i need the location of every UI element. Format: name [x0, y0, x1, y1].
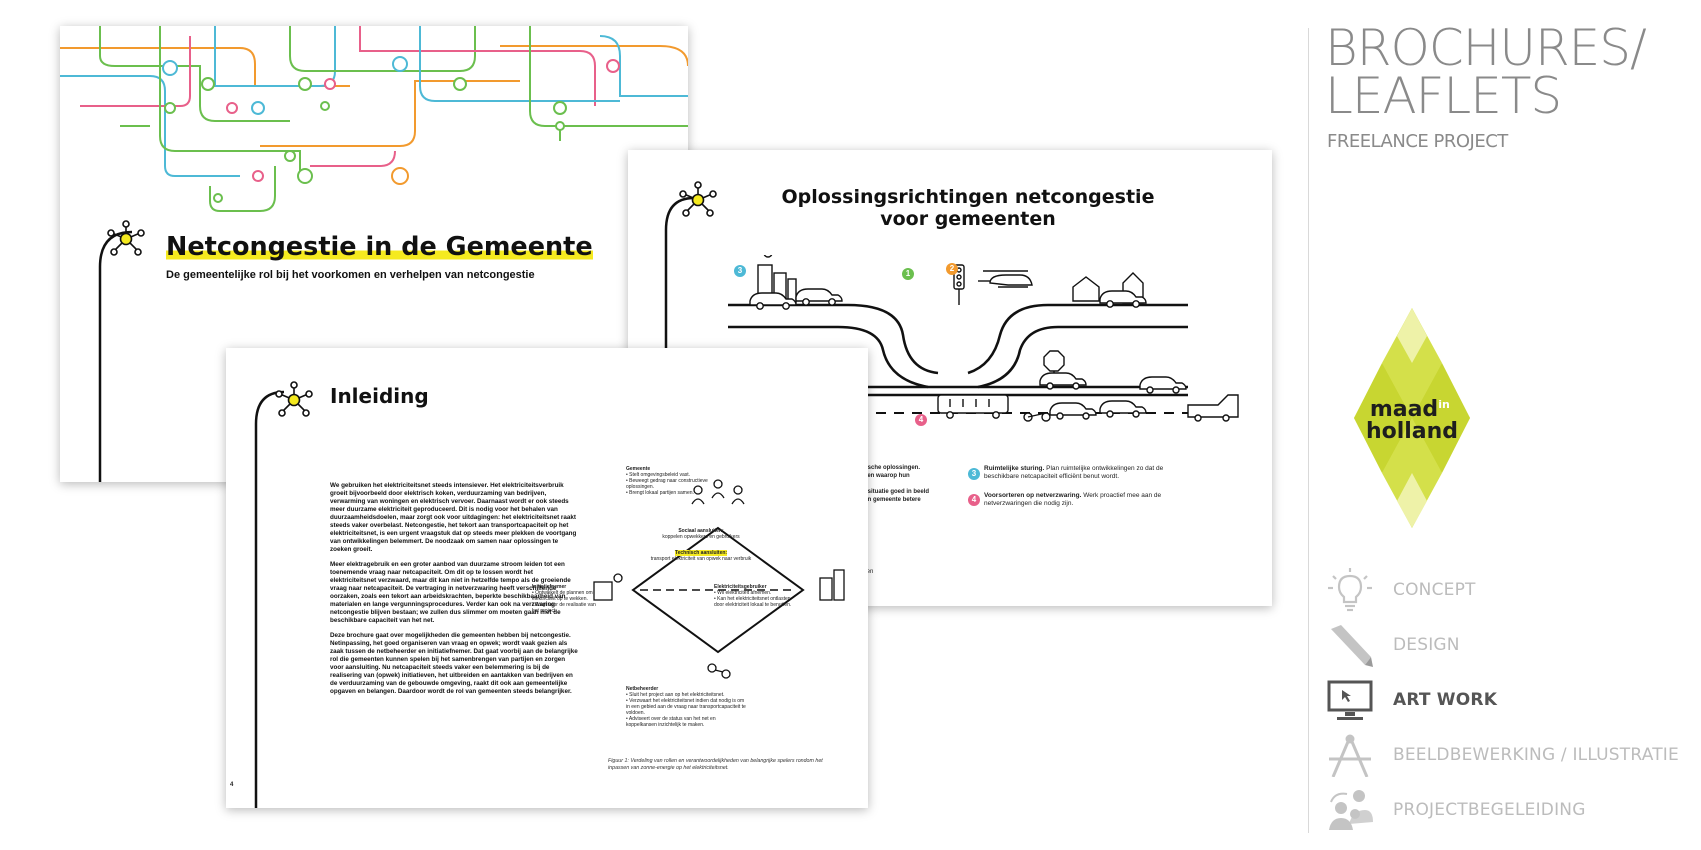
cover-subtitle: De gemeentelijke rol bij het voorkomen e… [166, 269, 535, 281]
marker-3-icon: 3 [734, 265, 746, 277]
menu-label-art-work: ART WORK [1393, 690, 1498, 710]
menu-label-design: DESIGN [1393, 635, 1460, 655]
molecule-icon [275, 381, 313, 417]
item4-text: Voorsorteren op netverzwaring. Werk proa… [984, 492, 1162, 507]
cover-title: Netcongestie in de Gemeente [166, 232, 593, 262]
molecule-icon [107, 220, 145, 256]
menu-label-beeldbewerking: BEELDBEWERKING / ILLUSTRATIE [1393, 745, 1679, 765]
monitor-icon [1327, 680, 1373, 720]
paragraph-2: Meer elektragebruik en een groter aanbod… [330, 561, 571, 624]
marker-2-icon: 2 [946, 263, 958, 275]
project-title-line1: BROCHURES/ [1325, 19, 1647, 77]
road-illustration [728, 255, 1239, 422]
roles-diagram [593, 479, 845, 679]
brochure-page-inleiding: Inleiding We gebruiken het elektriciteit… [226, 348, 868, 808]
solutions-title-line2: voor gemeenten [880, 208, 1056, 230]
fragment-text-1: technische oplossingen.e vinden waarop h… [850, 465, 921, 479]
menu-item-projectbegeleiding[interactable]: PROJECTBEGELEIDING [1325, 788, 1695, 832]
paragraph-3: Deze brochure gaat over mogelijkheden di… [330, 632, 578, 695]
lightbulb-icon [1328, 568, 1372, 612]
pencil-icon [1331, 625, 1373, 667]
logo-text-holland: holland [1366, 419, 1458, 444]
menu-item-design[interactable]: DESIGN [1325, 623, 1695, 667]
marker-4-icon: 4 [915, 414, 927, 426]
figure-caption: Figuur 1: Verdeling van rollen en verant… [608, 758, 823, 771]
page-number: 4 [230, 782, 234, 788]
item3-text: Ruimtelijke sturing. Plan ruimtelijke on… [984, 465, 1164, 480]
menu-label-projectbegeleiding: PROJECTBEGELEIDING [1393, 800, 1586, 820]
item4-number-badge: 4 [968, 494, 980, 506]
logo-text-maad: maad [1370, 397, 1438, 422]
logo-text-in: in [1438, 398, 1450, 411]
compass-icon [1329, 734, 1371, 777]
project-title: BROCHURES/ LEAFLETS [1325, 19, 1647, 125]
network-lines-graphic [60, 26, 688, 212]
paragraph-1: We gebruiken het elektriciteitsnet steed… [330, 482, 577, 553]
molecule-icon [679, 181, 717, 217]
people-icon [1329, 790, 1373, 830]
page-curve-line [664, 196, 695, 430]
center-top-label: Sociaal aansluiten:koppelen opwekkers en… [662, 528, 740, 540]
center-bottom-label: Technisch aansluiten:transport elektrici… [650, 550, 752, 562]
page-curve-line [254, 390, 285, 808]
inleiding-body: We gebruiken het elektriciteitsnet steed… [330, 482, 578, 703]
project-subtitle: FREELANCE PROJECT [1327, 131, 1508, 152]
menu-item-beeldbewerking[interactable]: BEELDBEWERKING / ILLUSTRATIE [1325, 733, 1695, 777]
maad-in-holland-logo: maad in holland [1354, 308, 1470, 528]
gemeente-block: Gemeente • Stelt omgevingsbeleid vast. •… [626, 466, 708, 496]
sidebar-divider [1308, 28, 1309, 833]
solutions-title: Oplossingsrichtingen netcongestie voor g… [748, 186, 1188, 230]
initiatiefnemer-block: Initiatiefnemer • Ontwikkelt de plannen … [532, 584, 596, 614]
netbeheerder-block: Netbeheerder • Sluit het project aan op … [626, 686, 746, 728]
project-title-line2: LEAFLETS [1325, 67, 1562, 125]
verbruiker-block: Elektriciteitsgebruiker • Wil elektricit… [714, 584, 792, 608]
menu-label-concept: CONCEPT [1393, 580, 1476, 600]
solutions-title-line1: Oplossingsrichtingen netcongestie [781, 186, 1155, 208]
marker-1-icon: 1 [902, 268, 914, 280]
item3-number-badge: 3 [968, 468, 980, 480]
menu-item-concept[interactable]: CONCEPT [1325, 568, 1695, 612]
inleiding-title: Inleiding [330, 384, 429, 408]
menu-item-art-work[interactable]: ART WORK [1325, 678, 1695, 722]
page-curve-line [98, 230, 133, 482]
